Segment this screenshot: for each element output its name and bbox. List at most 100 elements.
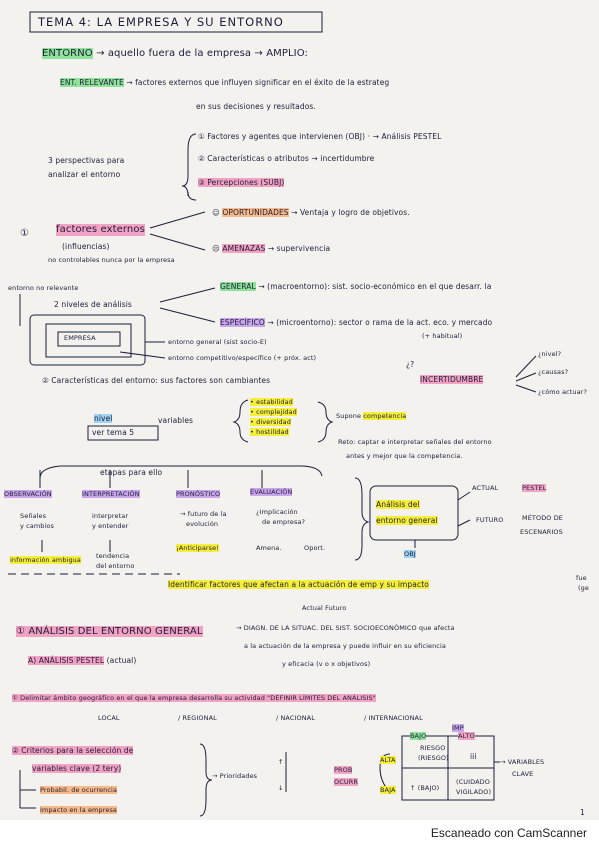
diagnostico-line: → DIAGN. DE LA SITUAC. DEL SIST. SOCIOEC…	[236, 624, 455, 632]
impacto-empresa: Impacto en la empresa	[40, 806, 118, 814]
obs-desc-2: y cambios	[20, 522, 54, 530]
obs-info: información	[10, 556, 50, 564]
happy-face-icon: ☺	[212, 208, 220, 217]
habitual-note: (+ habitual)	[422, 332, 463, 340]
eval-amenazas: Amena.	[256, 544, 282, 552]
pestel-actual: (actual)	[106, 656, 137, 665]
general-definition: → (macroentorno): sist. socio-económico …	[258, 282, 492, 291]
var-estabilidad: • estabilidad	[250, 398, 293, 406]
identificar-line: Identificar factores que afectan a la ac…	[168, 580, 429, 589]
amenazas-definition: → supervivencia	[267, 244, 331, 253]
stage-interpretacion: INTERPRETACIÓN	[82, 490, 140, 498]
analisis-pestel: A) ANÁLISIS PESTEL	[28, 656, 105, 665]
int-desc-3: tendencia	[96, 552, 130, 560]
item-number-1: ①	[20, 228, 30, 239]
page-title: TEMA 4: LA EMPRESA Y SU ENTORNO	[38, 15, 284, 29]
supone-term: Supone	[336, 412, 362, 420]
nivel-question: ¿nivel?	[538, 350, 562, 358]
no-controlables: no controlables nunca por la empresa	[48, 256, 175, 264]
general-line: GENERAL → (macroentorno): sist. socio-ec…	[220, 282, 491, 291]
ent-relevante-term: ENT. RELEVANTE	[60, 78, 124, 87]
matrix-vigilado: VIGILADO)	[456, 788, 492, 796]
ent-relevante-line: ENT. RELEVANTE → factores externos que i…	[60, 78, 389, 87]
metodo-label: MÉTODO DE	[522, 514, 564, 522]
int-desc-4: del entorno	[96, 562, 135, 570]
matrix-riesgo-2: (RIESGO)	[418, 754, 449, 762]
pestel-line: A) ANÁLISIS PESTEL (actual)	[28, 656, 136, 665]
reto-line-2: antes y mejor que la competencia.	[346, 452, 463, 460]
stage-evaluacion: EVALUACIÓN	[250, 488, 293, 496]
eval-oportunidades: Oport.	[304, 544, 326, 552]
oportunidades-line: ☺ OPORTUNIDADES → Ventaja y logro de obj…	[212, 208, 410, 217]
matrix-cuidado: (CUIDADO	[456, 778, 491, 786]
eval-desc-2: de empresa?	[262, 518, 306, 526]
ambito-nacional: / NACIONAL	[276, 714, 315, 722]
reto-line: Reto: captar e interpretar señales del e…	[338, 438, 492, 446]
oportunidades-term: OPORTUNIDADES	[222, 208, 289, 217]
actual-futuro-label: Actual Futuro	[302, 604, 347, 612]
entorno-definition: → aquello fuera de la empresa → AMPLIO:	[96, 48, 308, 59]
fue-note: fue	[576, 574, 587, 582]
matrix-bajo: BAJO	[410, 732, 427, 740]
delimitar-text: ① Delimitar ámbito geográfico en el que …	[12, 694, 376, 702]
obs-desc-1: Señales	[20, 512, 47, 520]
pestel-label: PESTEL	[522, 484, 547, 492]
futuro-label: FUTURO	[476, 516, 504, 524]
entorno-term: ENTORNO	[42, 48, 93, 59]
down-arrow-icon: ↓	[278, 784, 284, 792]
question-mark: ¿?	[406, 360, 415, 369]
actual-label: ACTUAL	[472, 484, 499, 492]
ambito-regional: / REGIONAL	[178, 714, 217, 722]
matrix-alta: ALTA	[380, 756, 396, 764]
criterios-text: ② Criterios para la selección de	[12, 746, 134, 755]
analisis-general-term: ① ANÁLISIS DEL ENTORNO GENERAL	[16, 626, 203, 637]
perspectives-label-2: analizar el entorno	[48, 170, 121, 179]
escenarios-label: ESCENARIOS	[520, 528, 563, 536]
analisis-general-title: ① ANÁLISIS DEL ENTORNO GENERAL	[16, 626, 203, 638]
up-arrow-icon: ↑	[278, 758, 284, 766]
probabilidad-ocurrencia: Probabil. de ocurrencia	[40, 786, 118, 794]
etapas-label: etapas para ello	[100, 468, 163, 477]
analisis-entorno: Análisis del	[376, 500, 420, 509]
incertidumbre-term: INCERTIDUMBRE	[420, 375, 484, 384]
var-hostilidad: • hostilidad	[250, 428, 289, 436]
especifico-term: ESPECÍFICO	[220, 318, 265, 327]
variables-label: variables	[158, 416, 194, 425]
ent-relevante-definition-2: en sus decisiones y resultados.	[196, 102, 316, 111]
perspectives-label: 3 perspectivas para	[48, 156, 125, 165]
ge-note: (ge	[578, 584, 589, 592]
perspective-1: ① Factores y agentes que intervienen (OB…	[198, 132, 442, 141]
variables-clave-result-2: CLAVE	[512, 770, 534, 778]
delimitar-line: ① Delimitar ámbito geográfico en el que …	[12, 694, 376, 702]
obs-ambigua: ambigua	[51, 556, 81, 564]
perspective-2: ② Características o atributos → incertid…	[198, 154, 375, 163]
obj-label: OBJ	[404, 550, 416, 558]
actuar-question: ¿cómo actuar?	[538, 388, 588, 396]
scanner-watermark: Escaneado con CamScanner	[430, 826, 587, 840]
factores-externos: factores externos	[56, 224, 145, 236]
pron-desc-1: → futuro de la	[180, 510, 227, 518]
entorno-competitivo-label: entorno competitivo/específico (+ próx. …	[168, 354, 317, 362]
amenazas-term: AMENAZAS	[222, 244, 266, 253]
pron-desc-3: ¡Anticiparse!	[176, 544, 219, 552]
matrix-baja: BAJA	[380, 786, 396, 794]
pron-desc-2: evolución	[186, 520, 219, 528]
criterios-line: ② Criterios para la selección de	[12, 746, 134, 755]
matrix-prob: PROB	[334, 766, 353, 774]
variables-clave-result: → VARIABLES	[500, 758, 545, 766]
diagnostico-line-2: a la actuación de la empresa y puede inf…	[244, 642, 446, 650]
nivel-box: nivel	[94, 414, 113, 423]
general-term: GENERAL	[220, 282, 256, 291]
oportunidades-definition: → Ventaja y logro de objetivos.	[291, 208, 410, 217]
diagnostico-line-3: y eficacia (v o x objetivos)	[282, 660, 371, 668]
empresa-label: EMPRESA	[64, 334, 96, 342]
prioridades-label: → Prioridades	[212, 772, 258, 780]
matrix-riesgo: RIESGO	[420, 744, 446, 752]
caracteristicas-line: ② Características del entorno: sus facto…	[42, 376, 271, 385]
var-diversidad: • diversidad	[250, 418, 291, 426]
ver-tema-5: ver tema 5	[92, 428, 135, 437]
causas-question: ¿causas?	[538, 368, 569, 376]
obs-desc-3: información ambigua	[10, 556, 81, 564]
page-number: 1	[580, 808, 585, 817]
